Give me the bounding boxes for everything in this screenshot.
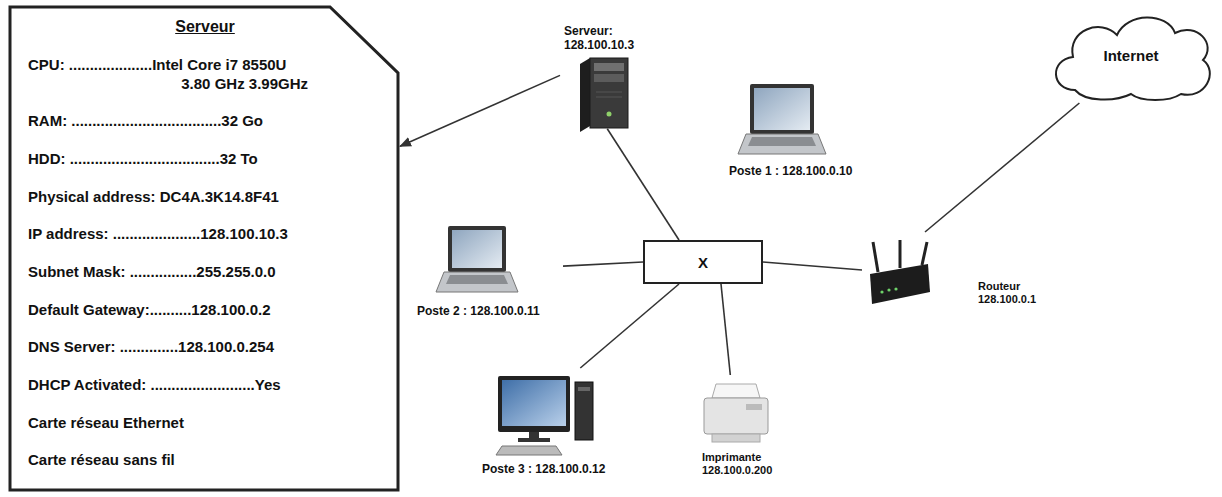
network-device: Serveur: 128.100.10.3 [560,22,665,129]
laptop-keyboard [446,275,508,284]
icon-area [482,370,639,462]
network-cable [721,284,730,375]
network-cable [400,75,560,146]
keyboard [496,446,562,455]
callout-title: Serveur [28,17,382,37]
printer-icon [704,384,768,442]
router-body [870,264,930,304]
router-antenna [873,242,878,272]
device-label: Serveur: 128.100.10.3 [564,24,661,53]
switch-box: X [643,240,763,284]
server-icon [580,58,628,132]
server-bay [594,74,624,82]
network-device: Poste 3 : 128.100.0.12 [478,368,643,478]
desktop-icon [496,376,593,455]
icon-area [729,82,881,164]
icon-area [702,377,789,451]
spec-line: Subnet Mask: ................255.255.0.0 [28,263,382,282]
icon-area [417,220,559,304]
server-bay [594,63,624,71]
laptop-screen [452,230,502,268]
spec-line: Physical address: DC4A.3K14.8F41 [28,188,382,207]
server-body [590,58,628,128]
monitor-screen [502,380,566,426]
monitor-foot [518,438,550,442]
router-antenna [899,240,902,268]
laptop-keyboard [748,137,816,146]
spec-line: HDD: ...................................… [28,150,382,169]
callout-border [10,7,398,490]
laptop-base [436,272,518,292]
spec-line: Default Gateway:..........128.100.0.2 [28,301,382,320]
network-cable [580,284,679,368]
laptop-screen-frame [750,84,814,134]
device-label: Poste 1 : 128.100.0.10 [729,164,881,178]
box-label: X [698,254,708,271]
icon-area [564,53,661,127]
device-label: Poste 3 : 128.100.0.12 [482,462,639,476]
server-spec-callout: ServeurCPU: ....................Intel Co… [8,5,400,492]
monitor-frame [498,376,570,432]
laptop-icon [738,84,826,154]
laptop-base [738,134,826,154]
internet-cloud: Internet [1045,8,1217,103]
router-light [887,288,890,291]
router-antenna [922,242,927,265]
spec-line: Carte réseau Ethernet [28,414,382,433]
network-device: Poste 2 : 128.100.0.11 [413,218,563,320]
tower-bay [578,387,590,391]
spec-line: DNS Server: ..............128.100.0.254 [28,338,382,357]
server-slot [596,92,622,93]
printer-body [704,398,768,434]
network-device: Routeur 128.100.0.1 [862,232,1062,308]
spec-line: IP address: .....................128.100… [28,225,382,244]
laptop-screen [754,88,810,130]
server-slot [596,97,622,98]
network-device: Imprimante 128.100.0.200 [698,375,793,479]
spec-line: RAM: ...................................… [28,112,382,131]
desktop-tower [575,382,593,440]
device-label: Routeur 128.100.0.1 [978,280,1058,306]
network-cable [563,262,643,266]
icon-area [866,234,978,306]
printer-tray [712,434,760,442]
router-icon [870,240,930,304]
server-power [607,112,612,117]
spec-line: CPU: ....................Intel Core i7 8… [28,56,308,94]
router-light [894,287,897,290]
spec-line: Carte réseau sans fil [28,451,382,470]
network-cable [607,129,679,240]
network-cable [925,103,1079,232]
laptop-screen-frame [448,226,506,272]
spec-line: DHCP Activated: ........................… [28,376,382,395]
monitor-stand [529,432,539,438]
server-side [580,58,590,132]
router-light [880,290,883,293]
laptop-icon [436,226,518,292]
cloud-label: Internet [1103,47,1158,64]
device-label: Imprimante 128.100.0.200 [702,451,789,477]
cloud-shape [1056,17,1210,100]
network-device: Poste 1 : 128.100.0.10 [725,80,885,180]
network-cable [763,262,862,270]
device-label: Poste 2 : 128.100.0.11 [417,304,559,318]
printer-panel [746,404,762,410]
printer-paper [712,384,760,398]
